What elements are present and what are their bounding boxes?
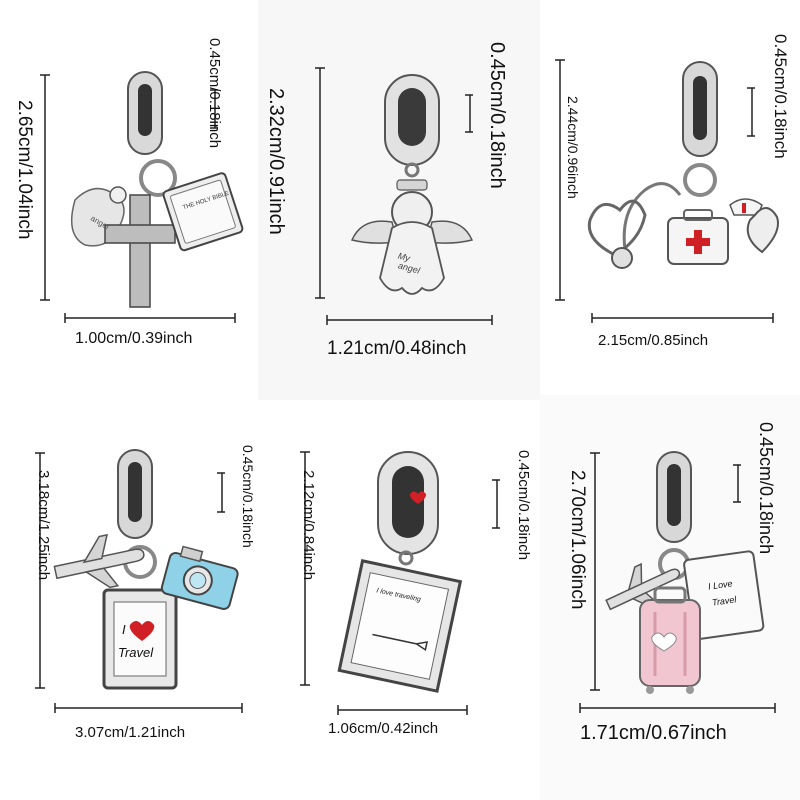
width-label: 1.21cm/0.48inch	[327, 338, 467, 359]
width-label: 1.71cm/0.67inch	[580, 722, 727, 744]
width-label: 1.06cm/0.42inch	[328, 720, 439, 737]
height-label: 2.70cm/1.06inch	[567, 470, 588, 610]
engraving-text: Travel	[118, 645, 154, 660]
width-label: 3.07cm/1.21inch	[75, 724, 186, 741]
bail-label: 0.45cm/0.18inch	[756, 422, 776, 555]
width-label: 2.15cm/0.85inch	[598, 332, 709, 349]
width-label: 1.00cm/0.39inch	[75, 330, 193, 347]
engraving-text: I	[122, 622, 126, 637]
